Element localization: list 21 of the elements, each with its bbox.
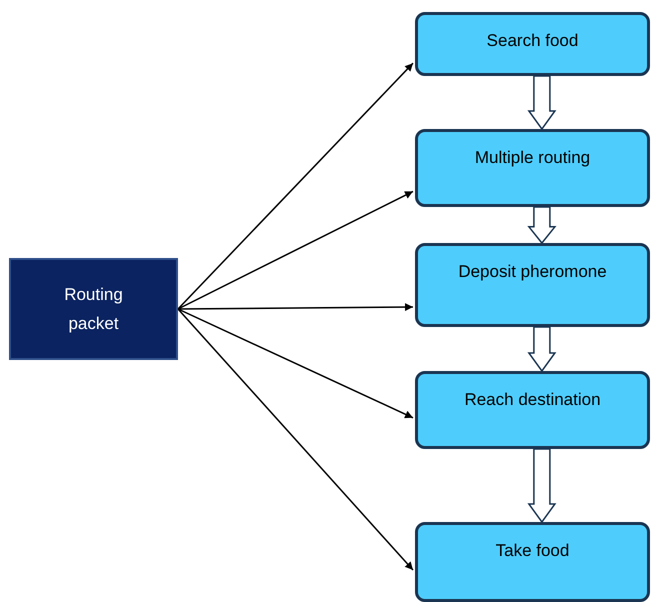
process-box <box>415 522 650 602</box>
node-label: Routing packet <box>63 284 124 335</box>
node-label: Deposit pheromone <box>458 262 607 281</box>
node-label: Multiple routing <box>474 148 590 167</box>
arrow <box>178 190 414 310</box>
block-arrow <box>527 448 556 524</box>
block-arrow <box>527 75 556 130</box>
node-label: Take food <box>496 541 570 560</box>
node-label: Search food <box>486 31 578 50</box>
process-box <box>415 371 650 449</box>
arrow <box>177 308 414 570</box>
process-box <box>415 12 650 76</box>
node-label: Reach destination <box>464 390 601 409</box>
process-box <box>415 129 650 207</box>
arrow <box>178 303 413 312</box>
arrow <box>178 308 414 418</box>
process-box <box>415 243 650 327</box>
block-arrow <box>527 326 556 372</box>
block-arrow <box>527 206 556 244</box>
arrow <box>177 62 414 310</box>
source-box <box>9 258 178 360</box>
